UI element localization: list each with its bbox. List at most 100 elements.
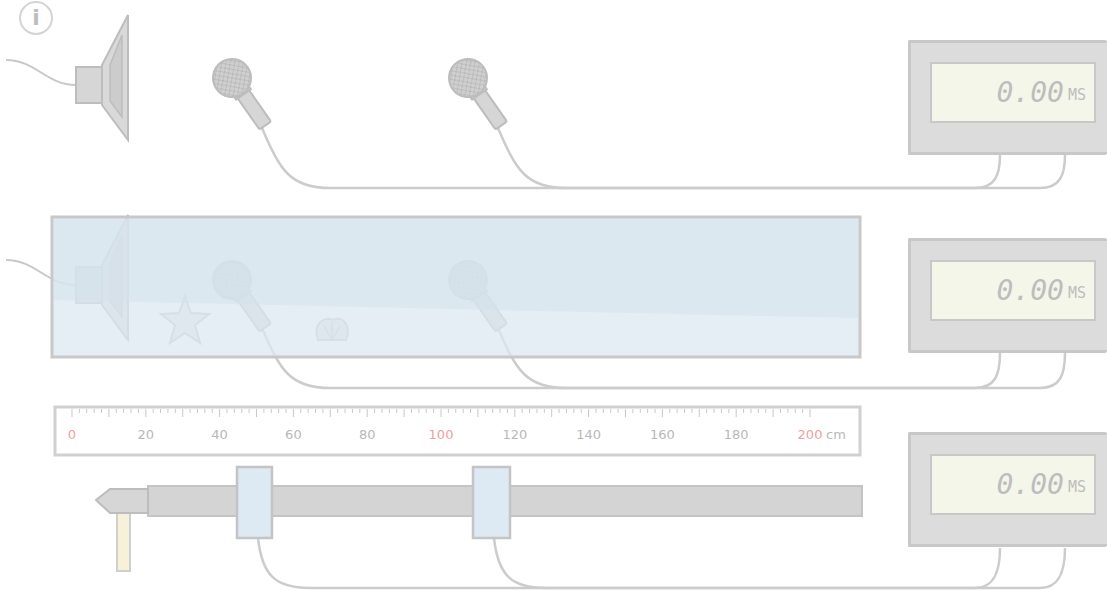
ruler-unit: cm — [826, 428, 846, 441]
ruler-tick — [522, 409, 523, 413]
ruler-tick — [640, 409, 641, 413]
ruler-tick — [300, 409, 301, 413]
ruler-tick — [684, 409, 685, 413]
ruler-tick — [123, 409, 124, 413]
time-reading: 0.00 — [997, 79, 1064, 107]
ruler-tick — [263, 409, 264, 413]
ruler-mark: 180 — [724, 428, 749, 441]
display-screen: 0.00 MS — [930, 260, 1096, 321]
ruler-tick — [359, 409, 360, 413]
cable — [262, 128, 1000, 188]
ruler-tick — [677, 409, 678, 413]
ruler-tick — [389, 409, 390, 413]
ruler-tick — [795, 409, 796, 413]
ruler-tick — [765, 409, 766, 413]
ruler-tick — [610, 409, 611, 413]
ruler-tick — [448, 409, 449, 413]
ruler-tick — [204, 409, 205, 413]
ruler-tick — [322, 409, 323, 413]
ruler-tick — [500, 409, 501, 413]
timer-display: 0.00MS — [908, 432, 1107, 547]
ruler-tick — [721, 409, 722, 413]
ruler-tick — [773, 409, 774, 417]
ruler-tick — [470, 409, 471, 413]
info-button: i — [19, 1, 53, 35]
ruler-mark: 0 — [68, 428, 76, 441]
ruler-tick — [691, 409, 692, 413]
ruler-tick — [559, 409, 560, 413]
ruler-tick — [433, 409, 434, 413]
ruler-mark: 100 — [429, 428, 454, 441]
ruler-tick — [485, 409, 486, 413]
ruler-tick — [138, 409, 139, 413]
ruler-tick — [566, 409, 567, 413]
vibration-sensor — [237, 467, 272, 538]
ruler-tick — [226, 409, 227, 413]
ruler-tick — [595, 409, 596, 413]
time-reading: 0.00 — [997, 277, 1064, 305]
display-screen: 0.00MS — [930, 454, 1096, 515]
ruler-tick — [514, 409, 515, 417]
ruler-tick — [492, 409, 493, 413]
ruler-mark: 80 — [359, 428, 376, 441]
ruler-tick — [167, 409, 168, 413]
ruler-tick — [337, 409, 338, 413]
time-unit: MS — [1068, 480, 1086, 495]
ruler-tick — [190, 409, 191, 413]
ruler-tick — [426, 409, 427, 413]
ruler-tick — [736, 409, 737, 417]
ruler-tick — [455, 409, 456, 413]
ruler-tick — [477, 409, 478, 417]
time-unit: MS — [1068, 286, 1086, 301]
ruler-tick — [581, 409, 582, 413]
ruler-tick — [308, 409, 309, 413]
ruler-tick — [743, 409, 744, 413]
ruler-tick — [94, 409, 95, 413]
microphone — [442, 52, 517, 137]
ruler-tick — [116, 409, 117, 413]
ruler-tick — [632, 409, 633, 413]
ruler-tick — [197, 409, 198, 413]
ruler-tick — [367, 409, 368, 417]
ruler-mark: 60 — [285, 428, 302, 441]
ruler-tick — [418, 409, 419, 413]
ruler-tick — [145, 409, 146, 417]
ruler-mark: 20 — [138, 428, 155, 441]
ruler-tick — [293, 409, 294, 417]
ruler-tick — [714, 409, 715, 413]
display-screen: 0.00MS — [930, 62, 1096, 123]
ruler-tick — [810, 409, 811, 417]
ruler-tick — [330, 409, 331, 417]
ruler-tick — [175, 409, 176, 413]
ruler-tick — [758, 409, 759, 413]
ruler-mark: 200 — [798, 428, 823, 441]
water-shade — [54, 219, 858, 318]
ruler-tick — [441, 409, 442, 417]
ruler-tick — [728, 409, 729, 413]
timer-display: 0.00MS — [908, 40, 1107, 155]
ruler-tick — [131, 409, 132, 413]
ruler-tick — [79, 409, 80, 413]
vibration-sensor — [473, 467, 510, 538]
ruler-tick — [507, 409, 508, 413]
ruler-mark: 40 — [211, 428, 228, 441]
cable — [258, 538, 1000, 588]
ruler-tick — [536, 409, 537, 413]
water-tank — [52, 217, 860, 357]
ruler-tick — [655, 409, 656, 413]
ruler-tick — [352, 409, 353, 413]
ruler-tick — [219, 409, 220, 417]
ruler-tick — [374, 409, 375, 413]
ruler-tick — [234, 409, 235, 413]
timer-display: 0.00 MS — [908, 238, 1107, 353]
ruler-tick — [241, 409, 242, 413]
microphone — [206, 52, 281, 137]
ruler-tick — [588, 409, 589, 417]
ruler-tick — [551, 409, 552, 417]
ruler-mark: 160 — [650, 428, 675, 441]
ruler-tick — [573, 409, 574, 413]
ruler-tick — [544, 409, 545, 413]
ruler-tick — [182, 409, 183, 417]
info-icon: i — [32, 7, 40, 29]
ruler-mark: 140 — [576, 428, 601, 441]
